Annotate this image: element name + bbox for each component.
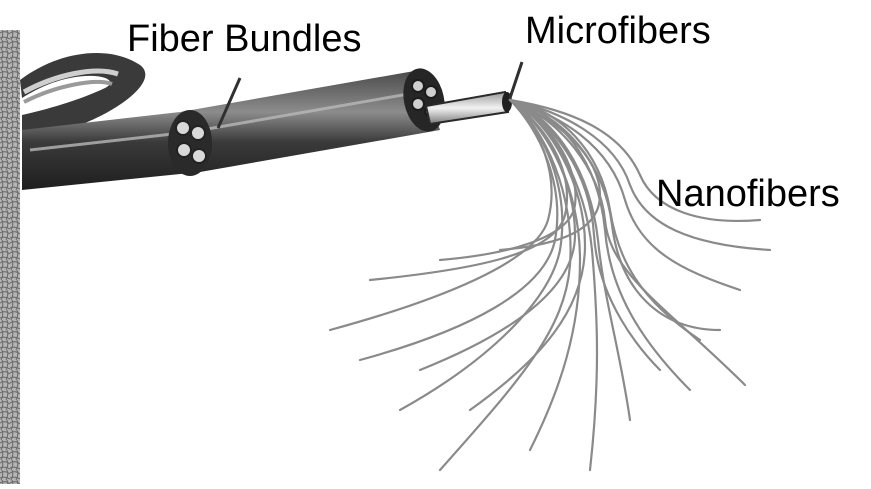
nanofibers-strands xyxy=(330,100,770,470)
nanofibers-label: Nanofibers xyxy=(656,175,840,213)
fibrous-texture-strip xyxy=(0,30,20,484)
microfibers-pointer xyxy=(510,62,522,98)
microfibers-label: Microfibers xyxy=(525,12,711,50)
fiber-bundles-label: Fiber Bundles xyxy=(127,20,361,58)
